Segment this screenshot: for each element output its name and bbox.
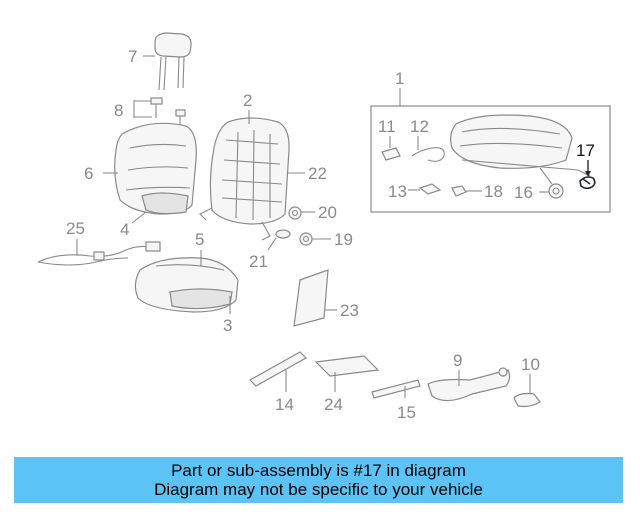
callout-7: 7 (128, 47, 137, 66)
back-panel-part (293, 269, 329, 327)
board-part (314, 355, 380, 377)
knob-part-20 (288, 206, 302, 220)
callout-25: 25 (66, 219, 85, 238)
seat-back-frame-part (199, 117, 290, 241)
banner-line-1: Part or sub-assembly is #17 in diagram (171, 461, 466, 480)
leader-4 (131, 211, 147, 224)
callout-23: 23 (340, 301, 359, 320)
bracket-part-11 (381, 147, 401, 161)
callout-9: 9 (453, 351, 462, 370)
callout-18: 18 (484, 182, 503, 201)
parts-diagram: 7 8 6 4 2 22 20 19 21 25 5 3 23 1 11 12 … (37, 32, 611, 422)
callout-11: 11 (378, 117, 396, 136)
callout-4: 4 (120, 220, 129, 239)
knob-part-19 (299, 232, 313, 246)
callout-14: 14 (275, 395, 294, 414)
clip-part-18 (451, 185, 467, 197)
callout-20: 20 (318, 203, 337, 222)
callout-22: 22 (308, 164, 327, 183)
callout-12: 12 (410, 117, 429, 136)
motor-part-16 (548, 183, 564, 199)
trim-strip-part (249, 351, 307, 387)
seat-back-cushion-part (114, 122, 197, 215)
cable-part-12 (411, 147, 445, 162)
seat-base-frame-part (450, 114, 591, 185)
callout-6: 6 (84, 164, 93, 183)
lever-part (513, 392, 541, 408)
callout-3: 3 (223, 316, 232, 335)
rail-part (371, 379, 421, 399)
callout-17: 17 (576, 141, 595, 160)
headrest-guide-part (150, 97, 186, 126)
callout-21: 21 (249, 252, 268, 271)
callout-2: 2 (243, 91, 252, 110)
callout-24: 24 (324, 395, 343, 414)
headrest-part (154, 32, 192, 91)
sub-assembly-box (370, 105, 611, 213)
callout-15: 15 (397, 403, 416, 422)
highlighted-part-17 (579, 176, 596, 190)
callout-8: 8 (114, 101, 123, 120)
callout-5: 5 (195, 230, 204, 249)
knob-part-21 (275, 229, 291, 239)
wire-harness-part (37, 241, 161, 266)
seat-cushion-part (134, 257, 239, 313)
callout-19: 19 (334, 230, 353, 249)
callout-16: 16 (514, 183, 533, 202)
callout-13: 13 (388, 182, 407, 201)
info-banner: Part or sub-assembly is #17 in diagram D… (14, 457, 623, 503)
banner-line-2: Diagram may not be specific to your vehi… (154, 480, 483, 499)
callout-10: 10 (521, 355, 540, 374)
clip-part-13 (418, 183, 442, 195)
callout-1: 1 (395, 69, 404, 88)
side-trim-part (427, 367, 511, 402)
